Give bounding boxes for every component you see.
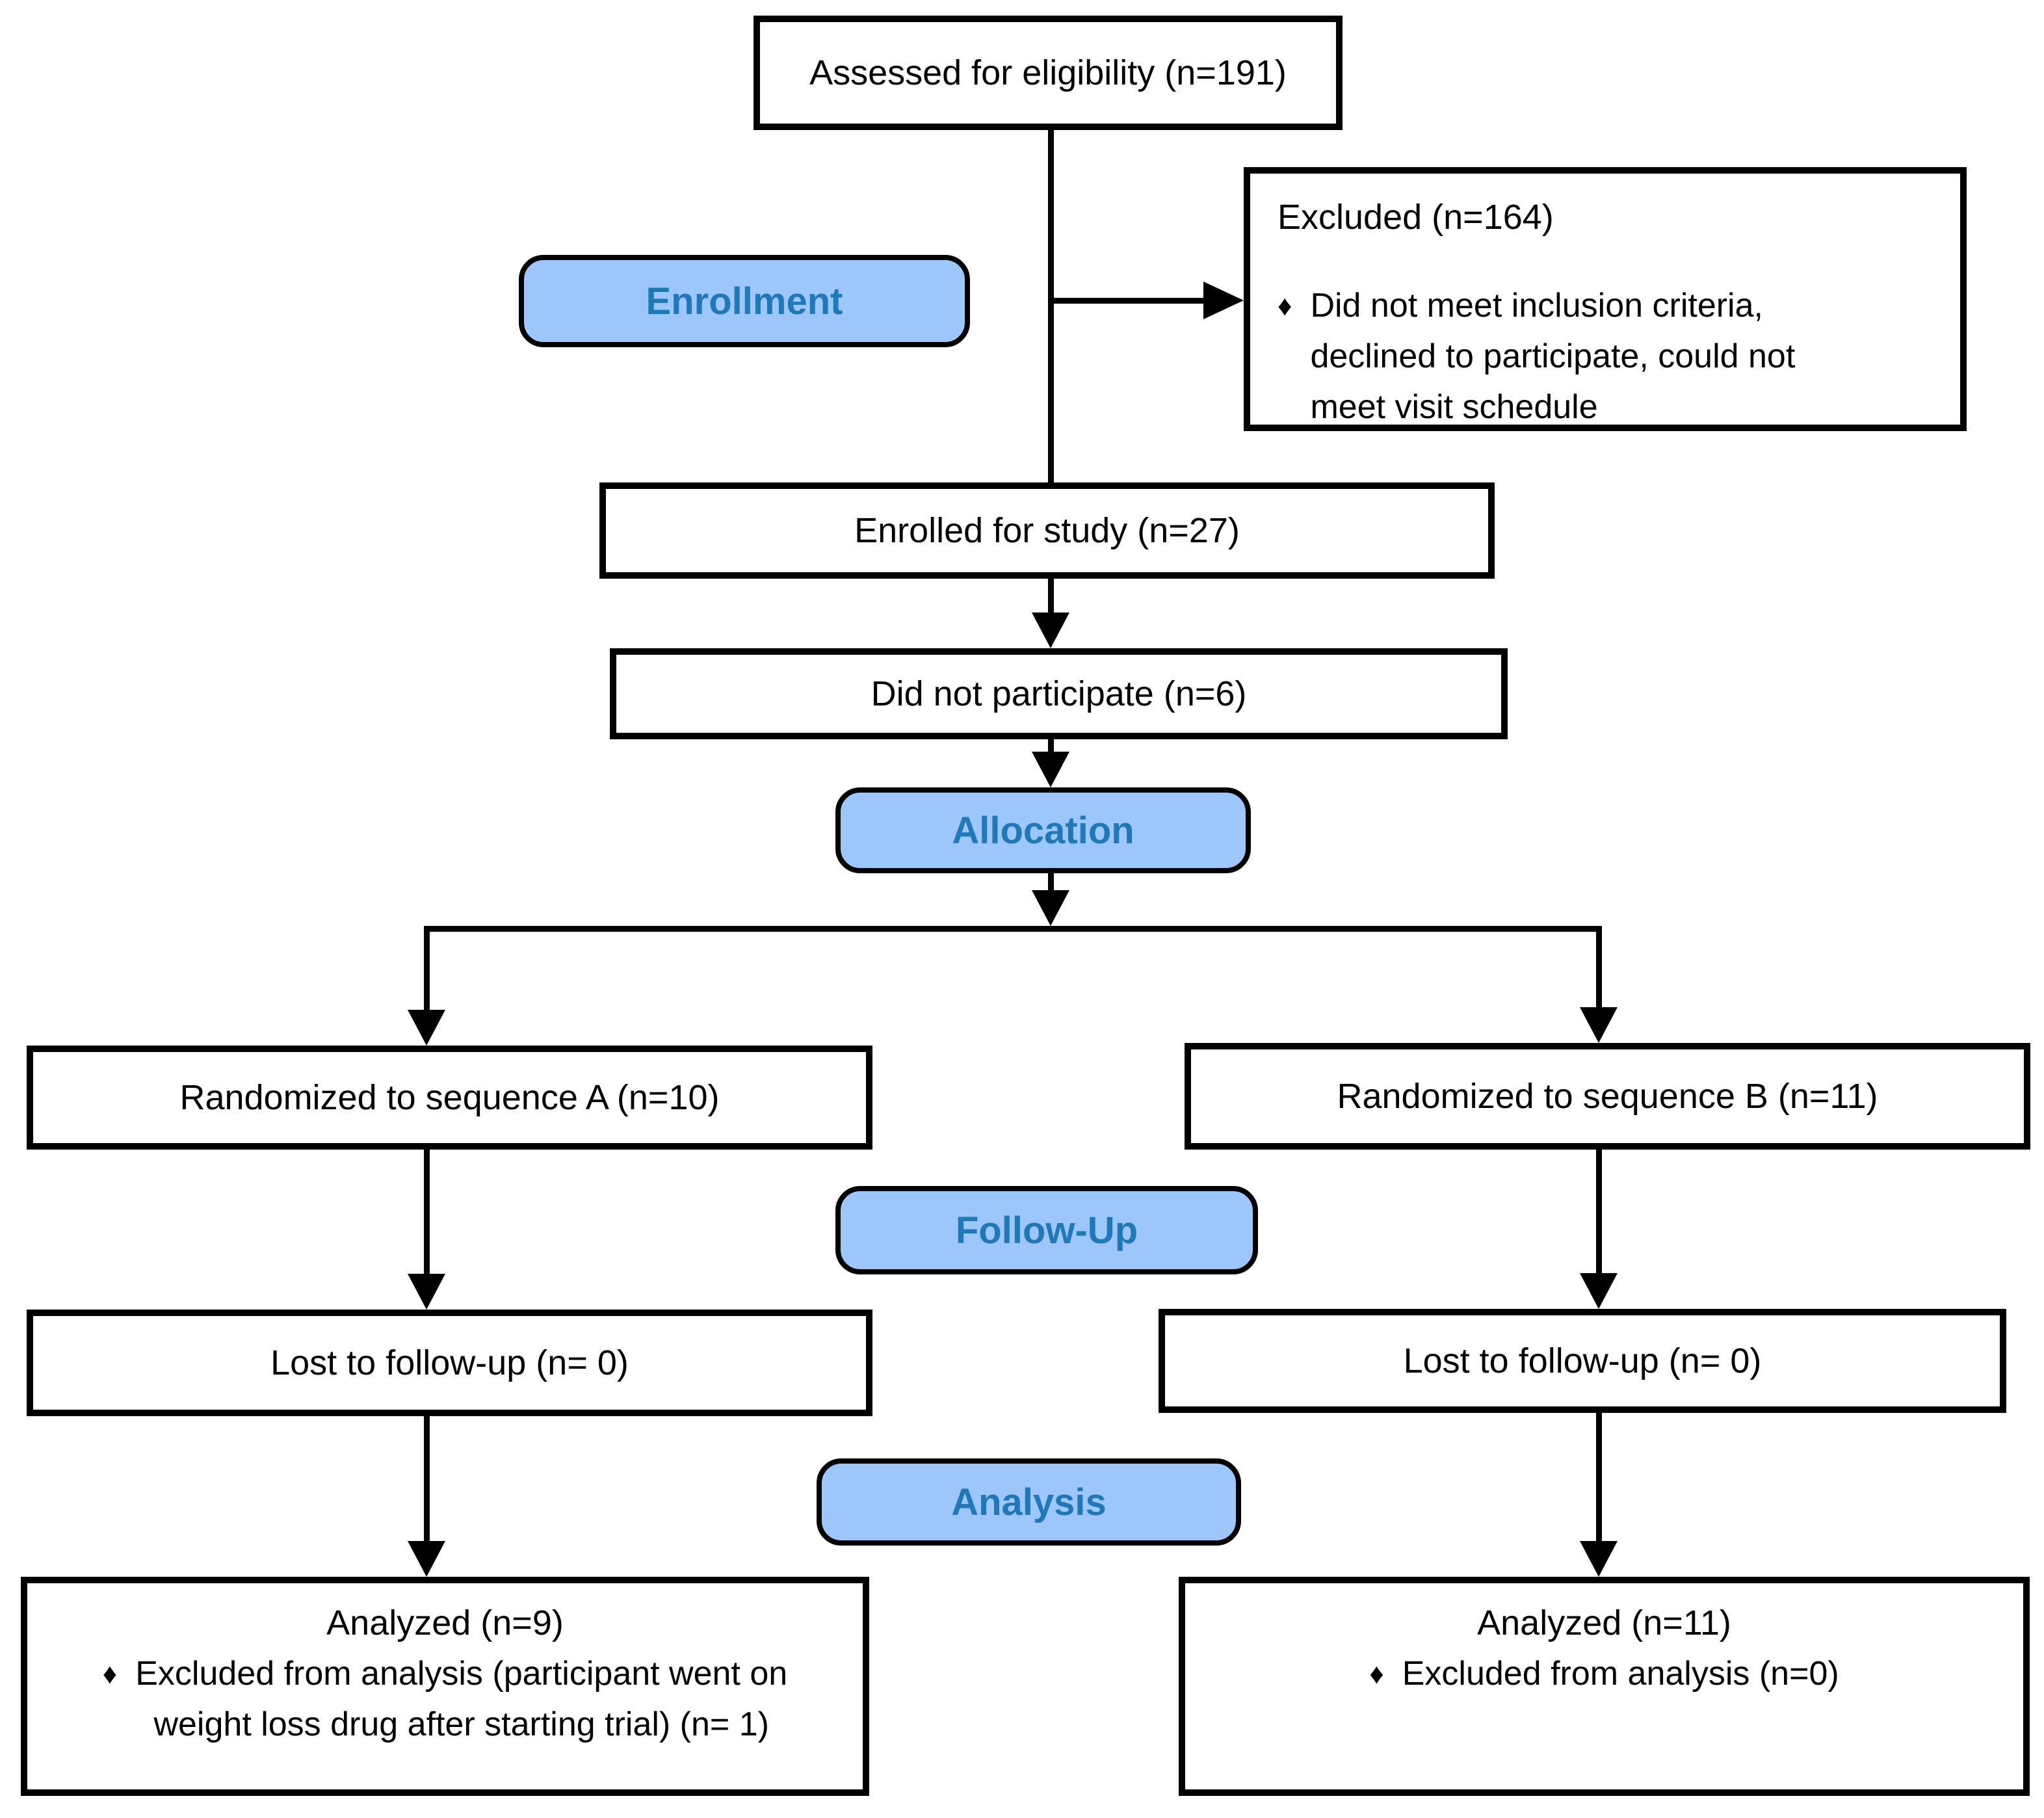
lost-to-follow-up-a-box: Lost to follow-up (n= 0) (27, 1310, 872, 1416)
allocation-label: Allocation (952, 809, 1134, 852)
arrowhead-did-not-participate (1032, 613, 1069, 648)
branch-line (424, 926, 1602, 932)
analyzed-b-bullet-item: ♦ Excluded from analysis (n=0) (1185, 1648, 2023, 1699)
lost-to-follow-up-b-label: Lost to follow-up (n= 0) (1403, 1341, 1762, 1380)
analyzed-b-title: Analyzed (n=11) (1477, 1603, 1731, 1642)
analyzed-b-note-text: Excluded from analysis (n=0) (1402, 1655, 1839, 1693)
arrowhead-randomized-a (408, 1010, 445, 1046)
randomized-sequence-a-box: Randomized to sequence A (n=10) (27, 1046, 872, 1150)
connector-assessed-to-enrolled (1048, 130, 1054, 482)
analyzed-a-note-text: Excluded from analysis (participant went… (135, 1655, 788, 1744)
randomized-sequence-b-box: Randomized to sequence B (n=11) (1185, 1043, 2030, 1150)
assessed-for-eligibility-label: Assessed for eligibility (n=191) (809, 53, 1287, 92)
randomized-sequence-a-label: Randomized to sequence A (n=10) (179, 1077, 720, 1117)
phase-label-analysis: Analysis (817, 1458, 1241, 1546)
phase-label-enrollment: Enrollment (519, 255, 970, 347)
did-not-participate-box: Did not participate (n=6) (610, 648, 1508, 739)
excluded-title: Excluded (n=164) (1278, 198, 1554, 237)
arrowhead-analyzed-b (1580, 1541, 1618, 1577)
arrowhead-branch (1032, 890, 1069, 926)
excluded-reason-text: Did not meet inclusion criteria, decline… (1310, 287, 1796, 427)
connector-lost-a-to-analyzed (424, 1416, 430, 1543)
analysis-label: Analysis (951, 1481, 1107, 1523)
randomized-sequence-b-label: Randomized to sequence B (n=11) (1337, 1076, 1878, 1116)
connector-lost-b-to-analyzed (1596, 1413, 1602, 1543)
lost-to-follow-up-b-box: Lost to follow-up (n= 0) (1159, 1309, 2006, 1413)
phase-label-follow-up: Follow-Up (835, 1186, 1258, 1274)
connector-randomized-b-to-lost (1596, 1150, 1602, 1275)
connector-enrolled-to-did-not-participate (1048, 579, 1054, 614)
analyzed-a-box: Analyzed (n=9) ♦ Excluded from analysis … (21, 1577, 869, 1796)
connector-allocation-to-branch (1048, 873, 1054, 895)
connector-to-allocation (1048, 739, 1054, 756)
phase-label-allocation: Allocation (835, 787, 1251, 873)
arrowhead-randomized-b (1580, 1007, 1618, 1043)
connector-randomized-a-to-lost (424, 1150, 430, 1276)
branch-drop-left (424, 926, 430, 1010)
lost-to-follow-up-a-label: Lost to follow-up (n= 0) (270, 1343, 629, 1382)
diamond-bullet-icon: ♦ (1369, 1658, 1384, 1691)
arrowhead-lost-a (408, 1274, 445, 1310)
arrowhead-excluded (1203, 282, 1244, 319)
diamond-bullet-icon: ♦ (1278, 290, 1292, 323)
branch-drop-right (1596, 926, 1602, 1008)
assessed-for-eligibility-box: Assessed for eligibility (n=191) (753, 16, 1343, 130)
follow-up-label: Follow-Up (955, 1209, 1138, 1252)
excluded-bullet-item: ♦ Did not meet inclusion criteria, decli… (1278, 280, 1942, 432)
did-not-participate-label: Did not participate (n=6) (871, 674, 1247, 713)
arrowhead-analyzed-a (408, 1541, 445, 1577)
connector-to-excluded (1051, 298, 1207, 304)
analyzed-b-box: Analyzed (n=11) ♦ Excluded from analysis… (1179, 1577, 2030, 1796)
diamond-bullet-icon: ♦ (102, 1658, 118, 1691)
enrolled-for-study-label: Enrolled for study (n=27) (854, 510, 1240, 550)
enrollment-label: Enrollment (646, 280, 843, 323)
arrowhead-lost-b (1580, 1273, 1618, 1309)
arrowhead-allocation (1032, 752, 1069, 787)
enrolled-for-study-box: Enrolled for study (n=27) (599, 482, 1495, 579)
analyzed-a-title: Analyzed (n=9) (326, 1603, 564, 1642)
excluded-box: Excluded (n=164) ♦ Did not meet inclusio… (1244, 167, 1967, 431)
analyzed-a-bullet-item: ♦ Excluded from analysis (participant we… (27, 1648, 863, 1750)
